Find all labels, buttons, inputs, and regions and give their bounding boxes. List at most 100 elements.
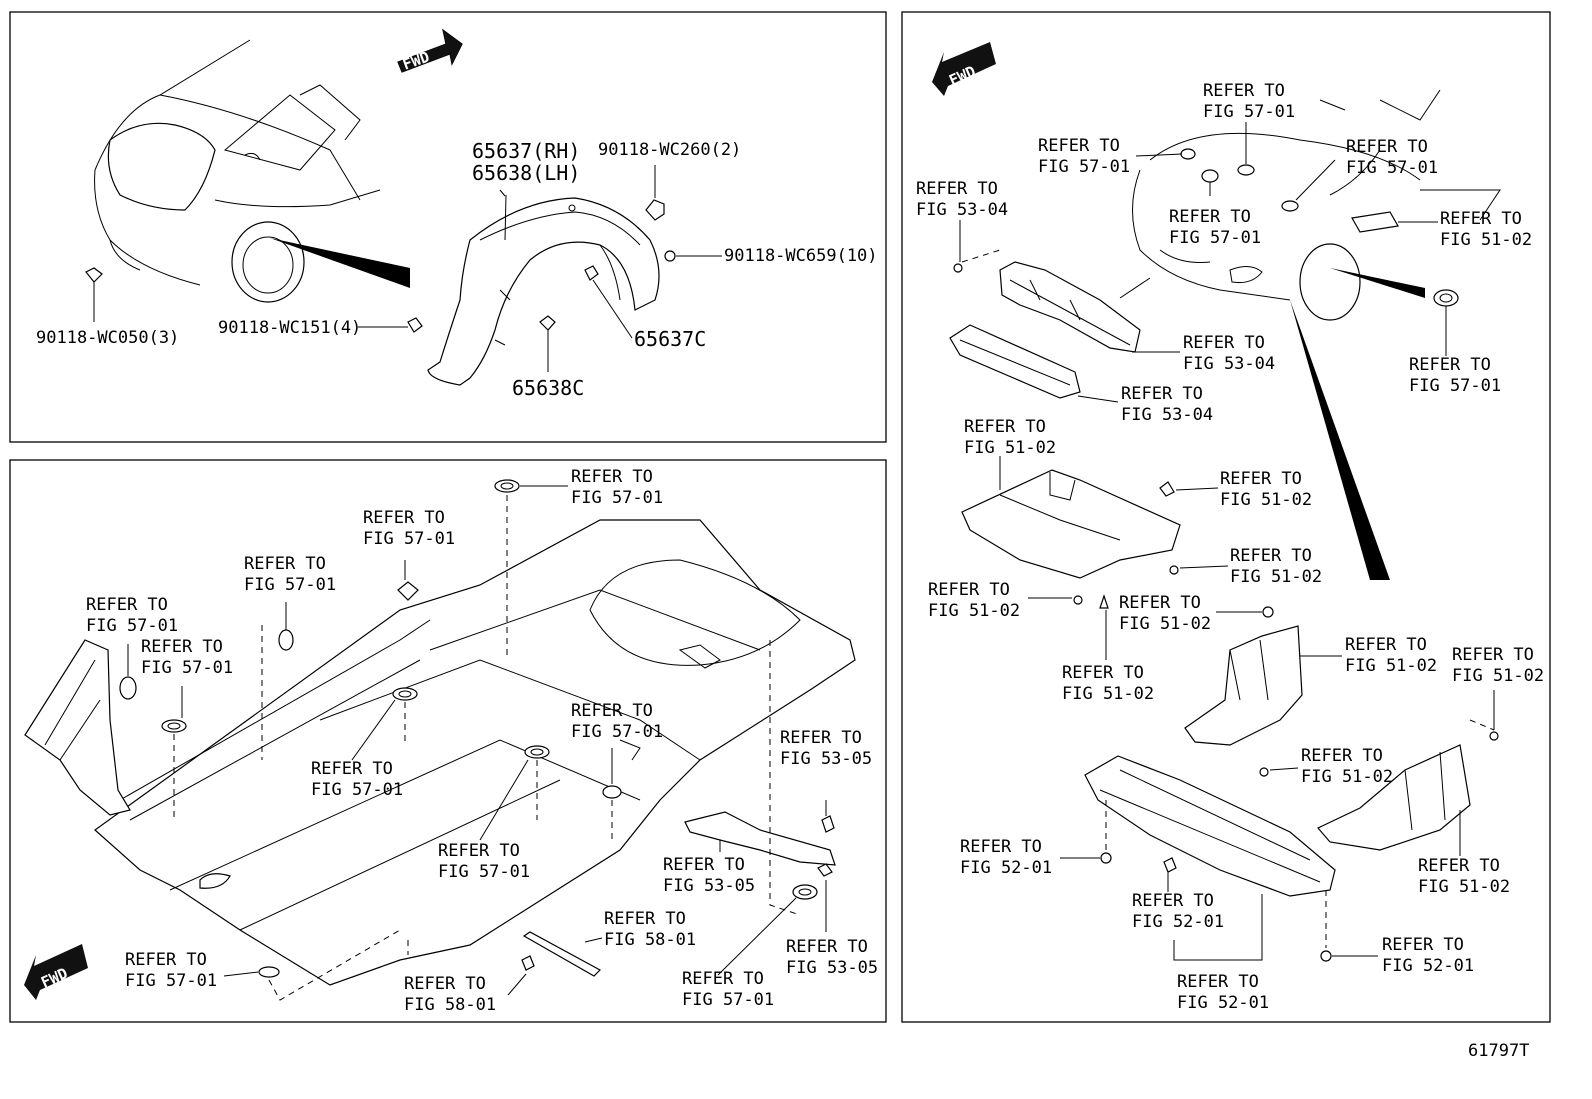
ref-label: REFER TO [571, 701, 653, 721]
ref-label: REFER TO [964, 417, 1046, 437]
fwd-label: FWD [400, 48, 432, 74]
panel-frame-bottom-left [9, 459, 887, 1023]
ref-label: FIG 52-01 [1382, 956, 1474, 976]
ref-label: FIG 57-01 [438, 862, 530, 882]
clip-icon-65637c [584, 265, 633, 339]
ref-label: FIG 57-01 [363, 529, 455, 549]
bracket-53-05 [684, 811, 836, 866]
ref-label: REFER TO [1119, 593, 1201, 613]
ref-label: FIG 51-02 [1220, 490, 1312, 510]
car-front-view [1119, 89, 1501, 580]
dashed-lines-right [961, 249, 1495, 948]
dashed-lines-bottom-left [173, 495, 801, 1001]
ref-label: FIG 51-02 [1418, 877, 1510, 897]
ref-label: REFER TO [682, 969, 764, 989]
ref-label: REFER TO [916, 179, 998, 199]
ref-label: FIG 57-01 [1409, 376, 1501, 396]
ref-label: FIG 51-02 [928, 601, 1020, 621]
ref-label: FIG 57-01 [86, 616, 178, 636]
splash-shield-lh [1317, 744, 1471, 851]
leader-lines-right [959, 122, 1495, 961]
ref-label: FIG 58-01 [404, 995, 496, 1015]
ref-label: REFER TO [1203, 81, 1285, 101]
ref-label: FIG 53-04 [916, 200, 1008, 220]
floor-panel [94, 519, 856, 986]
splash-shield-rh [1184, 625, 1303, 746]
ref-label: REFER TO [311, 759, 393, 779]
ref-label: REFER TO [663, 855, 745, 875]
ref-label: REFER TO [1409, 355, 1491, 375]
ref-label: FIG 57-01 [571, 488, 663, 508]
screw-icon-wc659 [664, 250, 722, 262]
lower-air-guide [949, 324, 1081, 399]
ref-label: FIG 57-01 [682, 990, 774, 1010]
ref-label: REFER TO [404, 974, 486, 994]
strip-58-01 [522, 931, 601, 977]
label-65638c: 65638C [512, 376, 584, 400]
ref-label: REFER TO [244, 554, 326, 574]
fwd-arrow-icon-right: FWD [932, 42, 996, 96]
ref-label: REFER TO [1220, 469, 1302, 489]
ref-label: FIG 57-01 [571, 722, 663, 742]
ref-label: REFER TO [1169, 207, 1251, 227]
clip-icon-wc151 [358, 317, 423, 333]
panel-frame-top-left [9, 11, 887, 443]
label-90118-wc260: 90118-WC260(2) [598, 140, 741, 160]
ref-label: FIG 57-01 [1038, 157, 1130, 177]
clip-icon-wc260 [645, 165, 665, 221]
leader-lines-bottom-left [127, 485, 827, 996]
ref-label: FIG 57-01 [311, 780, 403, 800]
ref-label: REFER TO [1346, 137, 1428, 157]
car-rear-view [94, 39, 410, 303]
ref-label: FIG 51-02 [1452, 666, 1544, 686]
fwd-arrow-icon-bottom: FWD [24, 944, 88, 1000]
ref-label: FIG 51-02 [1345, 656, 1437, 676]
ref-label: FIG 51-02 [964, 438, 1056, 458]
side-trim-panel [24, 639, 131, 816]
engine-under-cover [961, 469, 1181, 579]
ref-label: REFER TO [86, 595, 168, 615]
ref-label: FIG 53-05 [663, 876, 755, 896]
ref-label: REFER TO [604, 909, 686, 929]
ref-label: FIG 57-01 [125, 971, 217, 991]
ref-label: REFER TO [960, 837, 1042, 857]
ref-label: REFER TO [1132, 891, 1214, 911]
ref-label: REFER TO [1183, 333, 1265, 353]
ref-label: FIG 53-04 [1183, 354, 1275, 374]
ref-label: FIG 58-01 [604, 930, 696, 950]
ref-label: REFER TO [1230, 546, 1312, 566]
ref-label: REFER TO [1452, 645, 1534, 665]
ref-label: REFER TO [1038, 136, 1120, 156]
label-90118-wc659: 90118-WC659(10) [724, 246, 878, 266]
label-65637c: 65637C [634, 327, 706, 351]
ref-label: FIG 52-01 [1132, 912, 1224, 932]
ref-label: REFER TO [438, 841, 520, 861]
ref-label: FIG 51-02 [1230, 567, 1322, 587]
grommet-icons-bottom-left [119, 479, 835, 978]
ref-label: REFER TO [1440, 209, 1522, 229]
clip-icon-65638c [539, 315, 556, 372]
ref-label: FIG 51-02 [1119, 614, 1211, 634]
label-90118-wc050: 90118-WC050(3) [36, 328, 179, 348]
ref-label: REFER TO [1418, 856, 1500, 876]
ref-label: REFER TO [141, 637, 223, 657]
ref-label: FIG 57-01 [1203, 102, 1295, 122]
ref-label: FIG 57-01 [1346, 158, 1438, 178]
ref-label: REFER TO [571, 467, 653, 487]
radiator-support-bracket [999, 261, 1141, 353]
fender-liner [427, 194, 660, 386]
fastener-icons-right [1073, 481, 1499, 962]
ref-label: FIG 57-01 [1169, 228, 1261, 248]
panel-frame-right [901, 11, 1551, 1023]
ref-label: FIG 51-02 [1062, 684, 1154, 704]
ref-label: REFER TO [928, 580, 1010, 600]
ref-label: REFER TO [786, 937, 868, 957]
ref-label: REFER TO [1121, 384, 1203, 404]
ref-label: REFER TO [1382, 935, 1464, 955]
ref-label: FIG 57-01 [141, 658, 233, 678]
drawing-number: 61797T [1468, 1041, 1529, 1061]
ref-label: REFER TO [363, 508, 445, 528]
clip-icon-wc050 [85, 267, 103, 322]
ref-label: REFER TO [1301, 746, 1383, 766]
